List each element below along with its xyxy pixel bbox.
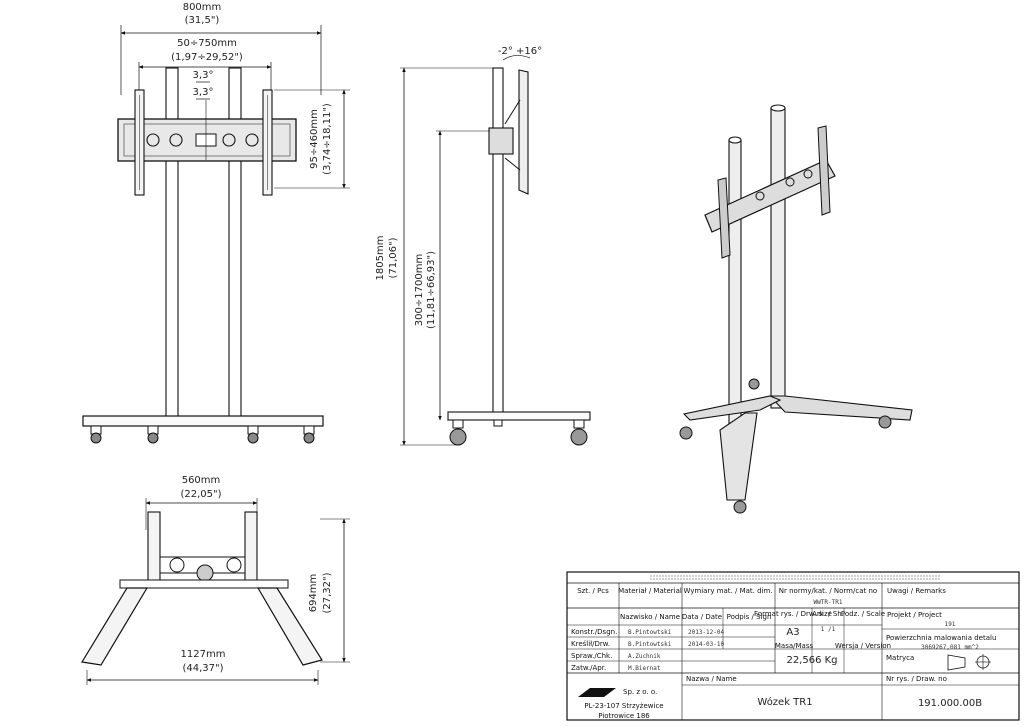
side-range-in: (11,81÷66,93") (426, 251, 437, 329)
drawno-value: 191.000.00B (918, 698, 982, 709)
side-total-in: (71,06") (388, 237, 399, 278)
mass-label: Masa/Mass (775, 642, 814, 650)
side-view: -2° +16° 1805mm (71,06") 300÷1700mm (11,… (375, 46, 591, 446)
row-name-2: A.Zuchnik (628, 653, 661, 660)
hdr-scale: Podz. / Scale (841, 610, 885, 618)
hdr-norm: Nr normy/kat. / Norm/cat no (779, 587, 877, 595)
isometric-view (679, 104, 913, 514)
hdr-date: Data / Date (682, 613, 722, 621)
version-label: Wersja / Version (835, 642, 891, 650)
address-2: Piotrowice 186 (598, 712, 650, 720)
vesa-in: (1,97÷29,52") (171, 52, 243, 63)
row-role-2: Spraw./Chk. (571, 652, 612, 660)
row-date-1: 2014-03-10 (688, 641, 725, 648)
name-label: Nazwa / Name (686, 675, 737, 683)
address-1: PL-23-107 Strzyżewice (584, 702, 663, 710)
projection-cone-icon (947, 654, 966, 671)
top-width-mm: 560mm (182, 475, 221, 486)
hdr-pcs: Szt. / Pcs (577, 587, 609, 595)
side-total-mm: 1805mm (375, 236, 386, 281)
vesa-mm: 50÷750mm (177, 38, 237, 49)
top-width-in: (22,05") (180, 489, 221, 500)
matrix-label: Matryca (886, 654, 914, 662)
hdr-name: Nazwisko / Name (620, 613, 680, 621)
hdr-project: Projekt / Project (887, 611, 942, 619)
company-logo-icon (578, 688, 616, 697)
row-role-0: Konstr./Dsgn. (571, 628, 617, 636)
top-view: 560mm (22,05") 1127mm (44,37") 694mm (27… (81, 475, 350, 685)
hdr-format: Format rys. / Drw. size (754, 610, 832, 618)
tilt-b: 3,3° (193, 87, 214, 98)
top-depth-mm: 694mm (308, 574, 319, 613)
row-role-1: Kreślił/Drw. (571, 640, 610, 648)
area-label: Powierzchnia malowania detalu (886, 634, 996, 642)
hdr-sign: Podpis / Sign (727, 613, 772, 621)
row-role-3: Zatw./Apr. (571, 664, 606, 672)
name-value: Wózek TR1 (757, 696, 812, 708)
project-value: 191 (945, 621, 956, 628)
row-name-3: M.Biernat (628, 665, 661, 672)
hdr-sheet: Ark. / Sh. (812, 610, 844, 618)
format-value: A3 (786, 627, 799, 638)
row-name-0: B.Pintowtski (628, 629, 672, 636)
top-depth-in: (27,32") (322, 572, 333, 613)
top-span-in: (44,37") (182, 663, 223, 674)
area-value: 3069267,081 mm^2 (921, 644, 979, 651)
drawno-label: Nr rys. / Draw. no (886, 675, 947, 683)
hdr-material: Materiał / Material (618, 587, 682, 595)
tilt-a: 3,3° (193, 70, 214, 81)
norm-value: WWTR-TR1 (814, 599, 843, 606)
front-view: 800mm (31,5") 50÷750mm (1,97÷29,52") 3,3… (82, 2, 350, 444)
hdr-remarks: Uwagi / Remarks (887, 587, 946, 595)
tilt-range: -2° +16° (498, 46, 542, 57)
title-block: Szt. / Pcs Materiał / Material Wymiary m… (566, 571, 1020, 721)
row-date-0: 2013-12-04 (688, 629, 725, 636)
mass-value: 22,566 Kg (786, 655, 837, 666)
sheet-value: 1 /1 (821, 626, 836, 633)
hdr-dims: Wymiary mat. / Mat. dim. (683, 587, 772, 595)
front-width-in: (31,5") (185, 15, 220, 26)
caster (90, 425, 315, 444)
company-suffix: Sp. z o. o. (623, 688, 657, 696)
height-in: (3,74÷18,11") (322, 103, 333, 175)
side-range-mm: 300÷1700mm (414, 254, 425, 326)
top-span-mm: 1127mm (181, 649, 226, 660)
row-name-1: B.Pintowtski (628, 641, 672, 648)
height-mm: 95÷460mm (309, 109, 320, 169)
front-width-mm: 800mm (183, 2, 222, 13)
